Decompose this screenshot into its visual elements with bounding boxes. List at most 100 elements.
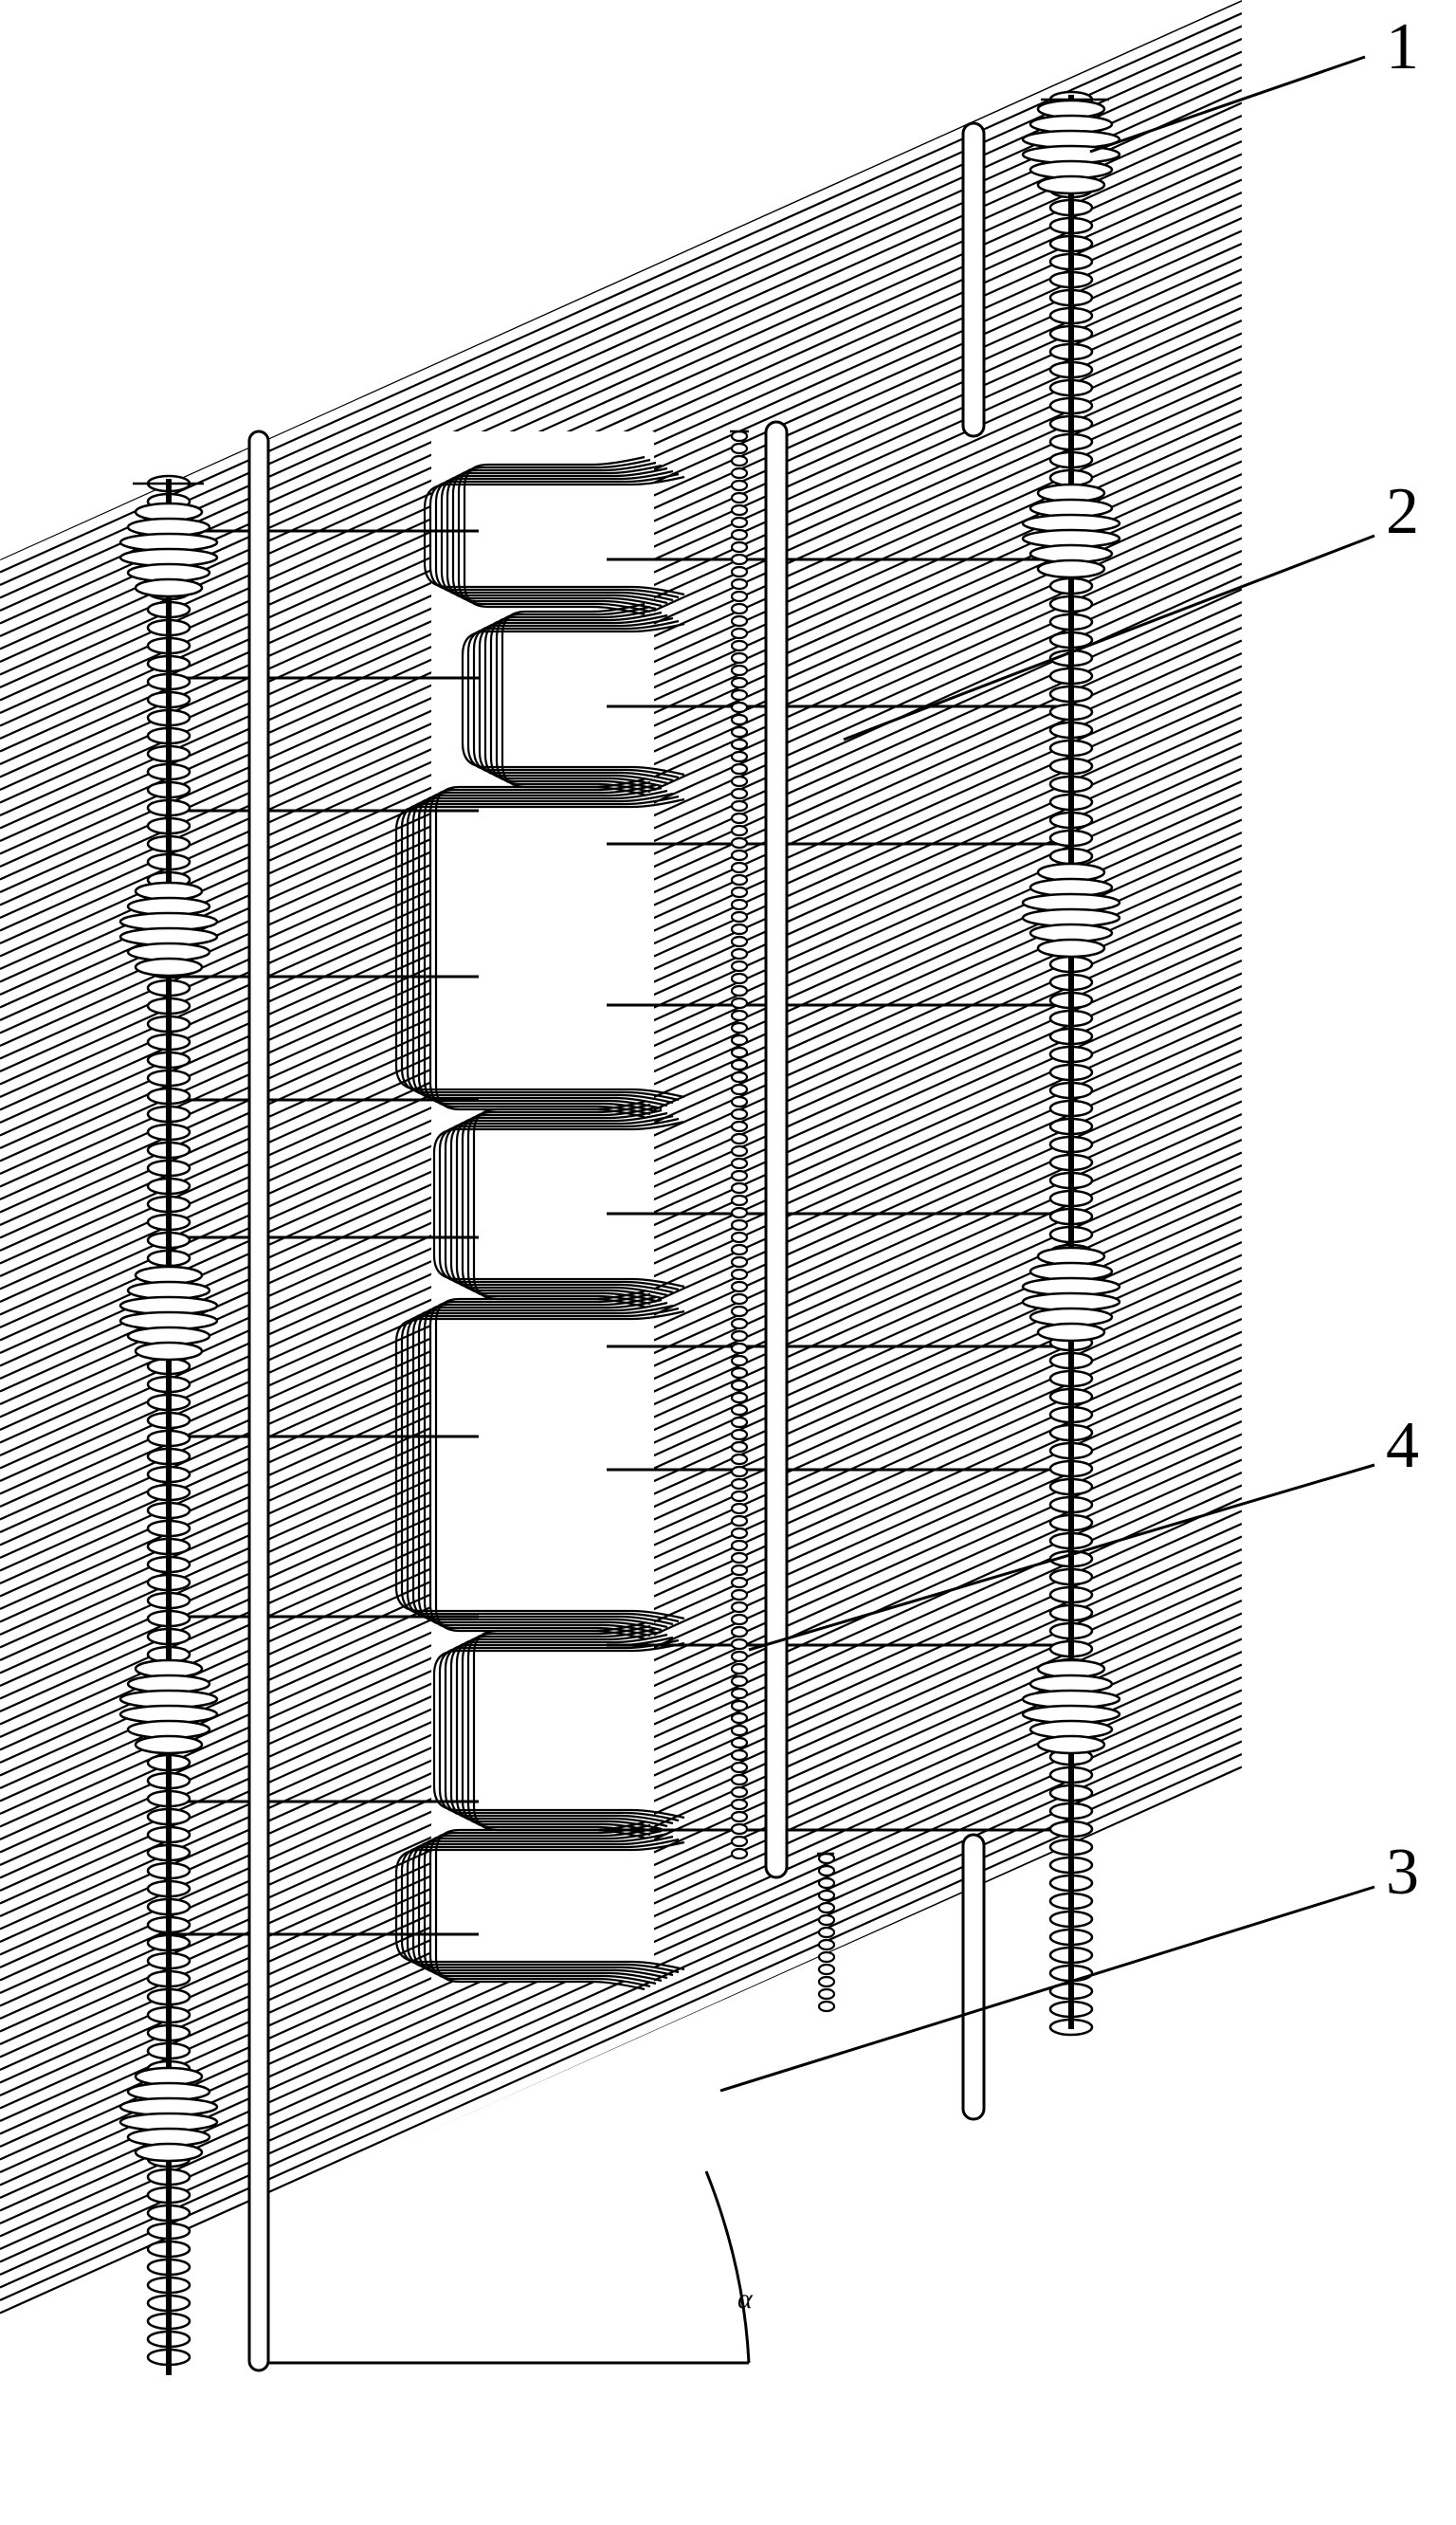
chain-link: [732, 1171, 747, 1180]
chain-link: [732, 949, 747, 959]
chain-link: [732, 1208, 747, 1217]
chain-link: [819, 1915, 834, 1925]
chain-link: [732, 937, 747, 946]
chain-link: [732, 1430, 747, 1439]
chain-link: [732, 851, 747, 860]
chain-link: [732, 1615, 747, 1624]
chain-link: [732, 1011, 747, 1020]
chain-link: [732, 481, 747, 490]
chain-link: [732, 1504, 747, 1513]
chain-link: [819, 1854, 834, 1863]
chain-link: [732, 875, 747, 885]
chain-link: [732, 1442, 747, 1452]
chain-link: [732, 1146, 747, 1156]
chain-link: [732, 1035, 747, 1045]
chain-link: [732, 998, 747, 1008]
chain-link: [732, 715, 747, 724]
chain-link: [732, 777, 747, 786]
chain-link: [732, 1356, 747, 1365]
chain-link: [732, 1787, 747, 1797]
chain-link: [732, 444, 747, 453]
chain-link: [732, 887, 747, 897]
chain-link: [732, 1775, 747, 1784]
knot-loop: [136, 1736, 202, 1753]
chain-link: [732, 838, 747, 848]
chain-link: [732, 1023, 747, 1033]
chain-link: [732, 863, 747, 872]
chain-link: [732, 1270, 747, 1279]
callout-3: 3: [1386, 1839, 1419, 1906]
chain-link: [732, 1307, 747, 1316]
chain-link: [732, 493, 747, 503]
chain-link: [732, 431, 747, 441]
center-panel: [431, 431, 654, 1982]
callout-4: 4: [1386, 1413, 1419, 1479]
chain-link: [732, 1652, 747, 1661]
chain-link: [732, 1405, 747, 1415]
chain-link: [732, 616, 747, 626]
chain-link: [732, 986, 747, 996]
chain-link: [732, 1590, 747, 1600]
chain-link: [732, 1220, 747, 1230]
chain-link: [732, 1183, 747, 1193]
rod-left: [249, 431, 268, 2370]
chain-link: [732, 468, 747, 478]
chain-link: [732, 641, 747, 650]
chain-link: [732, 789, 747, 798]
chain-link: [732, 1541, 747, 1550]
angle-marker: [268, 2171, 749, 2363]
chain-link: [732, 1060, 747, 1070]
chain-link: [732, 1344, 747, 1353]
chain-link: [732, 764, 747, 774]
chain-link: [732, 1072, 747, 1082]
chain-link: [732, 666, 747, 675]
chain-link: [732, 814, 747, 823]
chain-link: [732, 1393, 747, 1402]
chain-link: [732, 974, 747, 983]
chain-link: [732, 1627, 747, 1637]
chain-link: [732, 1664, 747, 1674]
chain-link: [732, 1553, 747, 1563]
chain-link: [732, 1233, 747, 1242]
chain-link: [732, 826, 747, 835]
chain-link: [732, 1467, 747, 1476]
knot-loop: [1038, 1324, 1104, 1341]
chain-link: [732, 1048, 747, 1057]
chain-link: [732, 456, 747, 466]
chain-link: [819, 1940, 834, 1949]
chain-link: [732, 1726, 747, 1735]
rod-top-right: [963, 123, 984, 436]
chain-link: [732, 1738, 747, 1747]
chain-link: [819, 1977, 834, 1986]
chain-link: [732, 555, 747, 564]
chain-link: [732, 740, 747, 749]
callout-2: 2: [1386, 479, 1419, 545]
chain-link: [732, 1676, 747, 1686]
chain-link: [732, 912, 747, 922]
chain-link: [819, 1965, 834, 1974]
chain-link: [732, 653, 747, 663]
chain-link: [732, 1516, 747, 1526]
chain-link: [732, 1837, 747, 1846]
chain-link: [732, 1418, 747, 1427]
knot-loop: [1038, 560, 1104, 577]
chain-link: [732, 1134, 747, 1144]
chain-link: [732, 530, 747, 540]
chain-link: [732, 1257, 747, 1267]
chain-link: [732, 1602, 747, 1612]
chain-link: [732, 1639, 747, 1649]
chain-link: [732, 961, 747, 971]
chain-link: [732, 1085, 747, 1094]
chain-link: [732, 604, 747, 613]
chain-link: [732, 1245, 747, 1254]
chain-link: [732, 1455, 747, 1464]
chain-link: [732, 1331, 747, 1341]
chain-link: [732, 505, 747, 515]
chain-link: [819, 1878, 834, 1888]
knot-loop: [136, 579, 202, 596]
chain-link: [819, 1928, 834, 1937]
chain-link: [732, 1812, 747, 1821]
chain-link: [732, 592, 747, 601]
angle-arc: [706, 2171, 749, 2363]
